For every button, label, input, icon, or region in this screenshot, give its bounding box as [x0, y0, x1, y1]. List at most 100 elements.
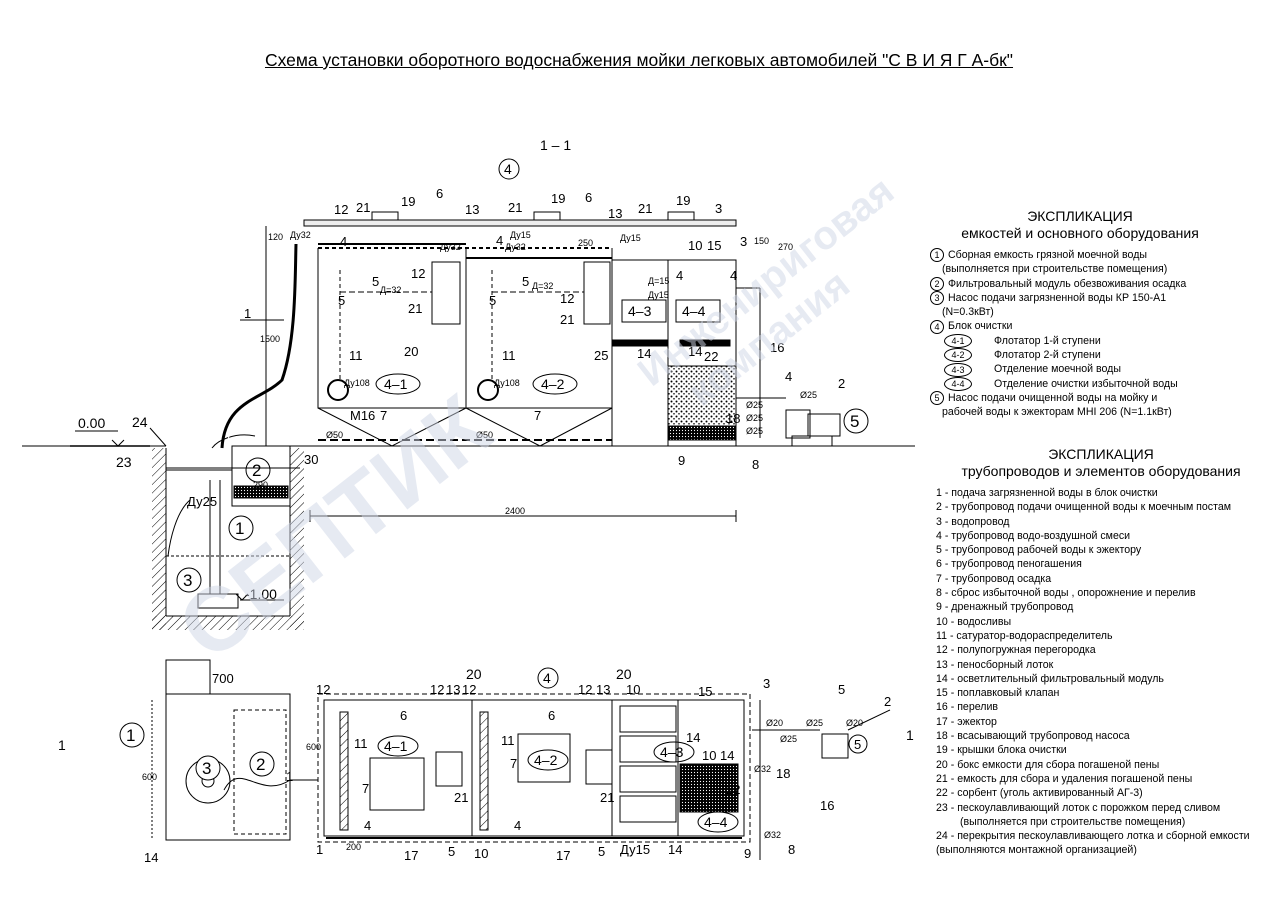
callout-du15-plan: Ду15: [620, 842, 650, 857]
mark-4-plan: 4: [543, 670, 551, 686]
callout-7a: 7: [380, 408, 387, 423]
callout-4d: 4: [730, 268, 737, 283]
callout-4-plan-b: 4: [514, 818, 521, 833]
mark-4-4-section: 4–4: [682, 303, 706, 319]
callout-18-plan: 18: [776, 766, 790, 781]
callout-9-plan: 9: [744, 846, 751, 861]
explication-pipes-items: 1 - подача загрязненной воды в блок очис…: [936, 486, 1266, 858]
pipe-item-11: 12 - полупогружная перегородка: [936, 644, 1096, 657]
explication-equipment: ЭКСПЛИКАЦИЯ емкостей и основного оборудо…: [930, 208, 1230, 420]
explication-equipment-subtitle: емкостей и основного оборудования: [961, 225, 1199, 241]
pipe-item-13: 14 - осветлительный фильтровальный модул…: [936, 672, 1164, 685]
dim-600a: 600: [142, 772, 157, 782]
callout-10a: 10: [688, 238, 702, 253]
mark-5-section: 5: [850, 412, 859, 431]
callout-3-plan: 3: [763, 676, 770, 691]
callout-20-plan-b: 20: [616, 666, 632, 682]
callout-12a: 12: [334, 202, 348, 217]
pipe-item-17: 18 - всасывающий трубопровод насоса: [936, 730, 1130, 743]
dim-270: 270: [778, 242, 793, 252]
callout-11-plan-a: 11: [354, 736, 368, 751]
callout-17-plan-a: 17: [404, 848, 418, 863]
mark-4-2-section: 4–2: [541, 376, 565, 392]
callout-6a: 6: [436, 186, 443, 201]
callout-16-plan: 16: [820, 798, 834, 813]
pipe-item-18: 19 - крышки блока очистки: [936, 744, 1067, 757]
pipe-item-20: 21 - емкость для сбора и удаления погаше…: [936, 772, 1193, 785]
pipe-o20b: Ø20: [846, 718, 863, 728]
callout-4a: 4: [340, 234, 347, 249]
callout-1-pipe: 1: [244, 306, 251, 321]
callout-2-plan: 2: [884, 694, 891, 709]
explication-pipes: ЭКСПЛИКАЦИЯ трубопроводов и элементов об…: [936, 446, 1266, 858]
pipe-item-19: 20 - бокс емкости для сбора погашеной пе…: [936, 758, 1160, 771]
callout-13a: 13: [465, 202, 479, 217]
callout-13-plan-a: 13: [446, 682, 460, 697]
explication-equipment-title: ЭКСПЛИКАЦИЯ: [1027, 208, 1133, 224]
callout-3b: 3: [740, 234, 747, 249]
callout-4e: 4: [785, 369, 792, 384]
callout-11a: 11: [349, 348, 363, 363]
callout-15-plan: 15: [698, 684, 712, 699]
pipe-o25a: Ø25: [800, 390, 817, 400]
callout-14-plan-c: 14: [686, 730, 700, 745]
callout-15a: 15: [707, 238, 721, 253]
pipe-item-24: 24 - перекрытия пескоулавливающего лотка…: [936, 830, 1250, 857]
callout-8-plan: 8: [788, 842, 795, 857]
callout-4b: 4: [496, 233, 503, 248]
callout-19c: 19: [676, 193, 690, 208]
callout-8a: 8: [752, 457, 759, 472]
mark-4-top: 4: [504, 161, 512, 177]
pipe-d32b: Д=32: [532, 281, 553, 291]
callout-14-plan-d: 14: [668, 842, 682, 857]
callout-20: 20: [404, 344, 418, 359]
mark-1-pit: 1: [235, 519, 244, 538]
mark-4-2-plan: 4–2: [534, 752, 558, 768]
pipe-o50a: Ø50: [326, 430, 343, 440]
page-title: Схема установки оборотного водоснабжения…: [264, 50, 1014, 70]
mark-2-plan: 2: [256, 755, 265, 774]
callout-21c: 21: [638, 201, 652, 216]
mark-5-plan: 5: [854, 737, 861, 752]
section-mark-left: 1: [58, 737, 66, 753]
mark-2-pit: 2: [252, 461, 261, 480]
callout-5a: 5: [372, 274, 379, 289]
dim-1500: 1500: [260, 334, 280, 344]
pipe-du15b: Ду15: [620, 233, 641, 243]
callout-25: 25: [594, 348, 608, 363]
equipment-item2-1: рабочей воды к эжекторам MHI 206 (N=1.1к…: [942, 406, 1172, 419]
pipe-item-12: 13 - пеносборный лоток: [936, 658, 1054, 671]
callout-14a: 14: [637, 346, 651, 361]
pipe-du32c: Ду32: [505, 242, 526, 252]
pipe-item-5: 6 - трубопровод пеногашения: [936, 558, 1082, 571]
callout-7-plan-a: 7: [362, 781, 369, 796]
callout-21a: 21: [356, 200, 370, 215]
callout-12-plan-c: 12: [462, 682, 476, 697]
callout-6-plan-b: 6: [548, 708, 555, 723]
callout-5-plan-c: 5: [838, 682, 845, 697]
callout-19a: 19: [401, 194, 415, 209]
callout-21b: 21: [508, 200, 522, 215]
mark-4-3-section: 4–3: [628, 303, 652, 319]
level-top: 0.00: [78, 415, 105, 431]
dim-120: 120: [268, 232, 283, 242]
callout-12c: 12: [560, 291, 574, 306]
callout-10-plan-b: 10: [702, 748, 716, 763]
pipe-du15a: Ду15: [510, 230, 531, 240]
dim-2400: 2400: [505, 506, 525, 516]
collection-pit: [152, 434, 304, 630]
section-label: 1 – 1: [540, 137, 571, 153]
callout-1-plan-b: 1: [286, 769, 293, 784]
callout-21d: 21: [408, 301, 422, 316]
callout-18a: 18: [726, 411, 740, 426]
pipe-item-6: 7 - трубопровод осадка: [936, 572, 1052, 585]
callout-7-plan-b: 7: [510, 756, 517, 771]
explication-pipes-title: ЭКСПЛИКАЦИЯ: [1048, 446, 1154, 462]
pipe-item-0: 1 - подача загрязненной воды в блок очис…: [936, 487, 1158, 499]
pipe-item-16: 17 - эжектор: [936, 715, 997, 728]
